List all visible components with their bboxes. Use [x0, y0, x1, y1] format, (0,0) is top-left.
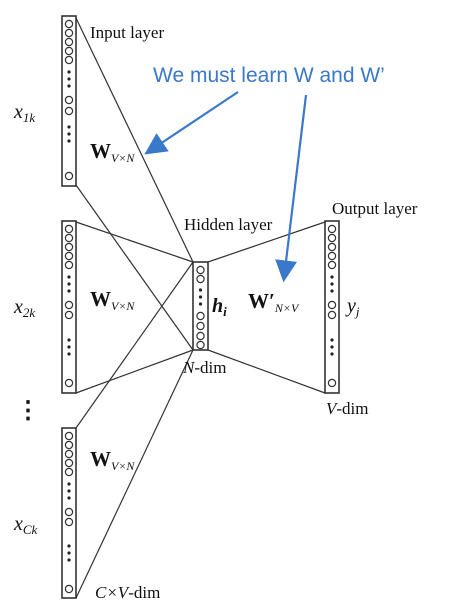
x1k-label: x1k	[13, 101, 35, 125]
input-vector-2	[61, 220, 77, 394]
output-layer-label: Output layer	[332, 199, 418, 218]
hi-label: hi	[212, 295, 227, 319]
hidden-vector	[192, 261, 209, 351]
w-label-3: WV×N	[90, 447, 135, 473]
yj-label: yj	[345, 295, 360, 319]
output-vector	[324, 220, 340, 394]
edge-output-bottom	[207, 349, 326, 394]
x2k-label: x2k	[13, 296, 35, 320]
xck-label: xCk	[13, 513, 38, 537]
w-label-2: WV×N	[90, 287, 135, 313]
edge-input3-top	[75, 261, 194, 429]
edge-input2-top	[75, 221, 194, 263]
n-dim-label: N-dim	[182, 358, 226, 377]
connections	[75, 17, 326, 599]
wprime-label: W′N×V	[248, 289, 300, 315]
annotation-text: We must learn W and W’	[153, 64, 385, 87]
arrow-to-wprime	[275, 94, 308, 283]
v-dim-label: V-dim	[326, 399, 369, 418]
input-vector-1	[61, 15, 77, 187]
edge-input1-top	[75, 17, 194, 263]
cv-dim-label: C×V-dim	[95, 583, 160, 602]
hidden-layer-label: Hidden layer	[184, 215, 273, 234]
edge-input3-bottom	[75, 349, 194, 599]
w-label-1: WV×N	[90, 139, 135, 165]
edge-input1-bottom	[75, 184, 194, 351]
hidden-vector-box	[192, 261, 209, 351]
input-layer-label: Input layer	[90, 23, 164, 42]
vertical-ellipsis: ⋮	[16, 398, 40, 424]
arrow-to-w	[144, 91, 239, 155]
edge-output-top	[207, 221, 326, 263]
edge-input2-bottom	[75, 349, 194, 394]
annotation-arrows	[144, 91, 308, 283]
input-vector-3	[61, 427, 77, 599]
